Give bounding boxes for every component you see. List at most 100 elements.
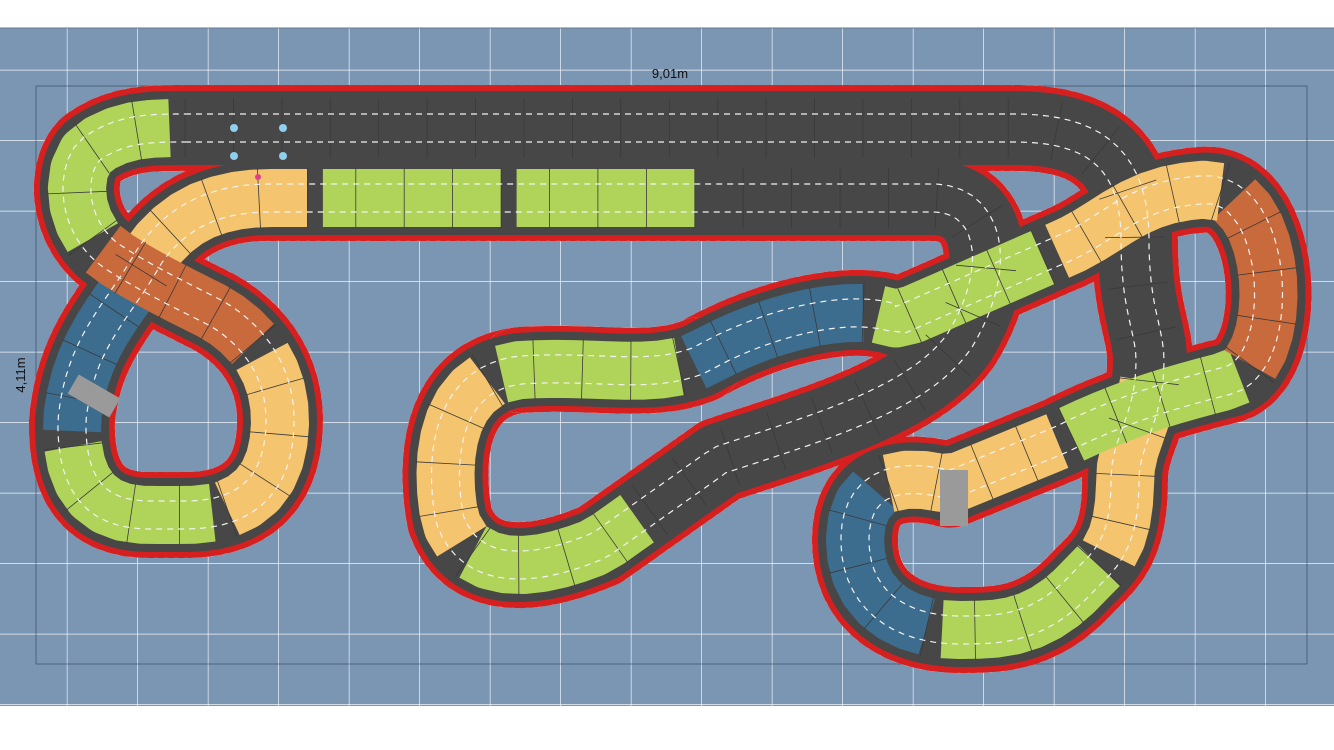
piece-separator xyxy=(428,403,484,429)
track-piece-28[interactable] xyxy=(214,342,309,536)
piece-separator xyxy=(1091,515,1151,531)
piece-separator xyxy=(68,219,118,256)
piece-separator xyxy=(415,461,476,466)
piece-separator xyxy=(471,354,504,407)
start-light-icon[interactable] xyxy=(279,152,287,160)
piece-separator xyxy=(709,320,737,375)
piece-separator xyxy=(246,377,305,396)
piece-separator xyxy=(592,512,628,563)
piece-separator xyxy=(970,443,994,500)
piece-separator xyxy=(930,452,943,512)
piece-separator xyxy=(1151,370,1171,428)
track-piece-17[interactable] xyxy=(416,357,505,557)
track-piece-10[interactable] xyxy=(877,414,1070,512)
piece-separator xyxy=(1095,473,1156,477)
track-piece-12[interactable] xyxy=(1213,179,1298,379)
piece-separator xyxy=(1104,387,1128,444)
piece-separator xyxy=(1225,346,1275,383)
track-piece-25[interactable] xyxy=(125,169,319,275)
piece-separator xyxy=(934,168,939,229)
piece-separator xyxy=(863,583,904,630)
track-piece-30[interactable] xyxy=(47,99,181,252)
track-piece-13[interactable] xyxy=(1044,160,1232,278)
piece-separator xyxy=(62,339,118,366)
piece-separator xyxy=(828,509,887,527)
piece-separator xyxy=(1165,164,1180,224)
lane-line-2 xyxy=(57,141,1284,617)
piece-separator xyxy=(672,337,686,396)
piece-separator xyxy=(1227,211,1282,239)
piece-separator xyxy=(1112,185,1143,238)
width-dimension-label: 9,01m xyxy=(652,66,688,81)
piece-separator xyxy=(766,412,787,471)
track-piece-15[interactable] xyxy=(680,284,875,389)
piece-separator xyxy=(249,431,310,438)
start-light-icon[interactable] xyxy=(279,124,287,132)
piece-separator xyxy=(1211,163,1231,221)
track-piece-16[interactable] xyxy=(489,337,691,403)
piece-separator xyxy=(974,599,976,660)
race-track[interactable] xyxy=(28,85,1312,673)
piece-separator xyxy=(1013,594,1033,652)
piece-separator xyxy=(1081,126,1120,175)
track-piece-11[interactable] xyxy=(1058,348,1252,461)
piece-separator xyxy=(956,264,1016,272)
piece-separator xyxy=(115,254,167,287)
height-dimension-label: 4,11m xyxy=(13,357,28,392)
track-piece-27[interactable] xyxy=(44,434,224,544)
piece-separator xyxy=(200,286,231,340)
piece-separator xyxy=(43,442,103,451)
piece-separator xyxy=(1030,229,1056,286)
piece-separator xyxy=(986,249,1011,305)
piece-separator xyxy=(1107,281,1168,290)
piece-separator xyxy=(65,472,114,511)
piece-separator xyxy=(126,483,136,544)
piece-separator xyxy=(455,527,491,577)
lane-changer-piece[interactable] xyxy=(67,374,121,418)
piece-separator xyxy=(809,287,821,347)
piece-separator xyxy=(854,380,880,436)
piece-separator xyxy=(1119,377,1179,386)
piece-separator xyxy=(216,480,238,538)
piece-separator xyxy=(951,204,1003,238)
piece-separator xyxy=(1117,326,1176,340)
piece-separator xyxy=(1050,102,1063,162)
piece-separator xyxy=(829,558,888,574)
piece-separator xyxy=(74,123,110,174)
piece-separator xyxy=(811,397,833,455)
start-light-icon[interactable] xyxy=(230,124,238,132)
piece-separator xyxy=(557,528,576,587)
pit-marker-icon[interactable] xyxy=(255,174,261,180)
piece-separator xyxy=(200,178,223,236)
piece-separator xyxy=(897,288,923,344)
piece-separator xyxy=(418,506,479,517)
track-piece-18[interactable] xyxy=(459,495,654,594)
piece-separator xyxy=(1058,407,1085,462)
piece-separator xyxy=(1015,425,1039,482)
piece-separator xyxy=(158,264,187,318)
piece-separator xyxy=(925,334,970,377)
piece-separator xyxy=(671,457,707,507)
piece-separator xyxy=(720,427,740,486)
piece-separator xyxy=(131,100,142,161)
piece-separator xyxy=(758,300,779,358)
piece-separator xyxy=(1071,210,1103,263)
piece-separator xyxy=(941,268,967,324)
piece-separator xyxy=(893,359,927,412)
lane-changer-piece[interactable] xyxy=(940,470,968,526)
start-light-icon[interactable] xyxy=(230,152,238,160)
piece-separator xyxy=(239,463,291,497)
track-piece-8[interactable] xyxy=(930,545,1120,659)
piece-separator xyxy=(46,190,107,195)
track-piece-29[interactable] xyxy=(85,225,274,364)
piece-separator xyxy=(919,597,934,656)
track-piece-14[interactable] xyxy=(866,230,1056,348)
track-lane-markings xyxy=(57,113,1284,645)
piece-separator xyxy=(1104,236,1166,238)
piece-separator xyxy=(114,241,147,294)
piece-separator xyxy=(861,282,865,344)
piece-separator xyxy=(532,339,536,400)
track-piece-9[interactable] xyxy=(826,471,939,655)
piece-separator xyxy=(1076,545,1122,587)
